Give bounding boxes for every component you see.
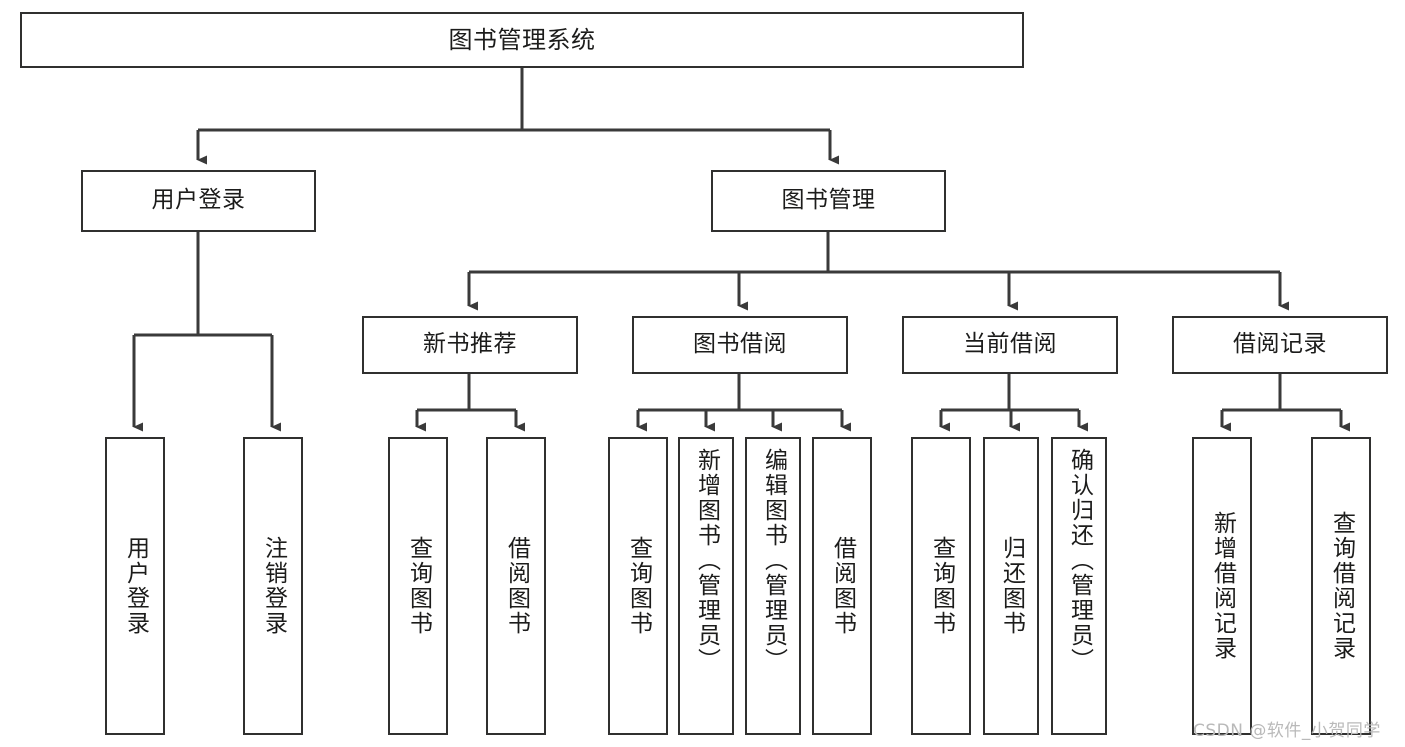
node-leaf-add-book-label: 新增图书（管理员）: [693, 448, 720, 673]
node-leaf-edit-book[interactable]: 编辑图书（管理员）: [745, 437, 801, 735]
node-current-borrow[interactable]: 当前借阅: [902, 316, 1118, 374]
node-user-login[interactable]: 用户登录: [81, 170, 316, 232]
node-leaf-query-record-label: 查询借阅记录: [1328, 511, 1355, 661]
node-leaf-query-book-1-label: 查询图书: [405, 536, 432, 636]
node-leaf-borrow-book-1-label: 借阅图书: [503, 536, 530, 636]
node-leaf-logout-label: 注销登录: [260, 536, 287, 636]
node-root[interactable]: 图书管理系统: [20, 12, 1024, 68]
node-leaf-user-login[interactable]: 用户登录: [105, 437, 165, 735]
node-leaf-add-book[interactable]: 新增图书（管理员）: [678, 437, 734, 735]
node-leaf-borrow-book-2-label: 借阅图书: [829, 536, 856, 636]
node-leaf-query-book-3[interactable]: 查询图书: [911, 437, 971, 735]
node-leaf-confirm-return-label: 确认归还（管理员）: [1066, 448, 1093, 673]
node-user-login-label: 用户登录: [151, 187, 246, 214]
node-leaf-borrow-book-1[interactable]: 借阅图书: [486, 437, 546, 735]
node-book-manage[interactable]: 图书管理: [711, 170, 946, 232]
node-leaf-confirm-return[interactable]: 确认归还（管理员）: [1051, 437, 1107, 735]
node-leaf-query-record[interactable]: 查询借阅记录: [1311, 437, 1371, 735]
node-new-book-rec-label: 新书推荐: [423, 331, 517, 358]
node-borrow-record-label: 借阅记录: [1233, 331, 1327, 358]
node-book-manage-label: 图书管理: [781, 187, 876, 214]
node-leaf-query-book-1[interactable]: 查询图书: [388, 437, 448, 735]
node-book-borrow-label: 图书借阅: [693, 331, 787, 358]
node-current-borrow-label: 当前借阅: [963, 331, 1057, 358]
node-leaf-query-book-3-label: 查询图书: [928, 536, 955, 636]
node-leaf-return-book[interactable]: 归还图书: [983, 437, 1039, 735]
node-root-label: 图书管理系统: [448, 25, 596, 54]
node-leaf-edit-book-label: 编辑图书（管理员）: [760, 448, 787, 673]
node-borrow-record[interactable]: 借阅记录: [1172, 316, 1388, 374]
node-leaf-return-book-label: 归还图书: [998, 536, 1025, 636]
node-leaf-query-book-2-label: 查询图书: [625, 536, 652, 636]
node-leaf-add-record-label: 新增借阅记录: [1209, 511, 1236, 661]
node-leaf-query-book-2[interactable]: 查询图书: [608, 437, 668, 735]
node-leaf-user-login-label: 用户登录: [122, 536, 149, 636]
node-leaf-borrow-book-2[interactable]: 借阅图书: [812, 437, 872, 735]
node-leaf-add-record[interactable]: 新增借阅记录: [1192, 437, 1252, 735]
node-book-borrow[interactable]: 图书借阅: [632, 316, 848, 374]
node-new-book-rec[interactable]: 新书推荐: [362, 316, 578, 374]
watermark: CSDN @软件_小贺同学: [1193, 721, 1381, 741]
node-leaf-logout[interactable]: 注销登录: [243, 437, 303, 735]
